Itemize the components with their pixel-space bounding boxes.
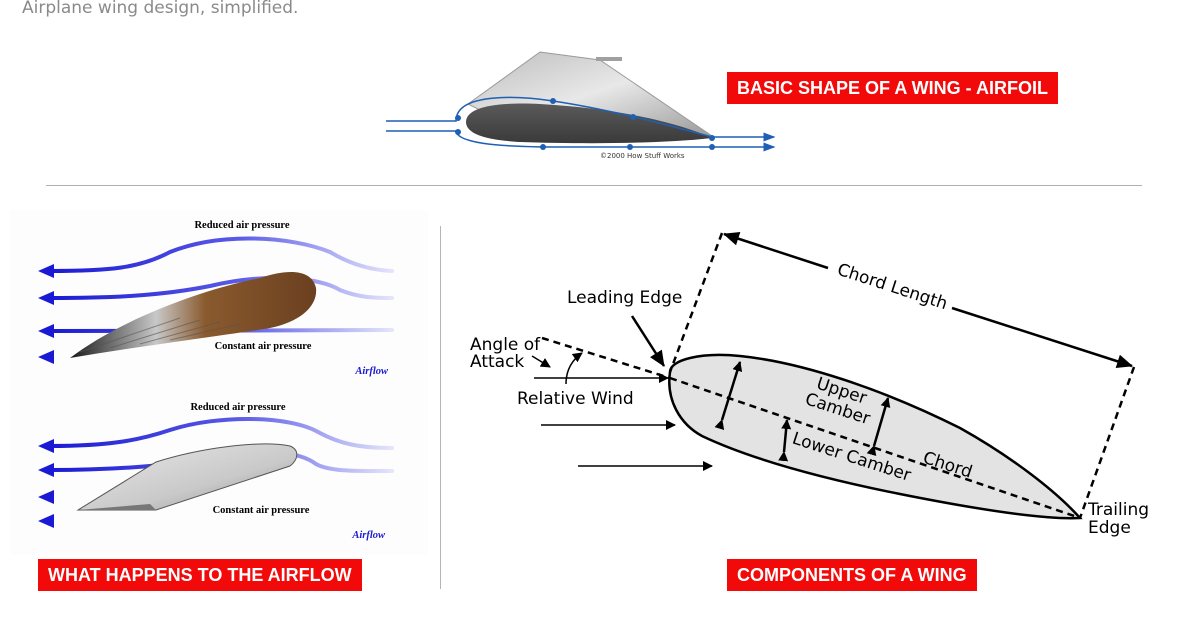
- chord-length-arrow-b: [951, 306, 1133, 369]
- leading-edge-perp: [668, 232, 724, 373]
- plane-wing-illustration: [76, 443, 298, 511]
- aoa-extension: [541, 336, 671, 380]
- airfoil-3d-wing: [466, 51, 714, 144]
- leading-edge-label: Leading Edge: [567, 288, 682, 308]
- wing-airflow-text: Airflow: [351, 530, 386, 541]
- leading-edge-pointer: [630, 315, 666, 367]
- left-panel: Reduced air pressure Constant air pressu…: [10, 210, 428, 555]
- section-divider-horizontal: [46, 185, 1142, 186]
- angle-of-attack-label-1: Angle of: [470, 335, 541, 355]
- streamline-markers: [455, 98, 715, 150]
- section-divider-vertical: [440, 226, 441, 589]
- components-title-label: COMPONENTS OF A WING: [727, 559, 977, 591]
- chord-length-arrow-a: [723, 232, 829, 270]
- trailing-edge-label-1: Trailing: [1087, 500, 1149, 520]
- bird-flow-arrowheads: [38, 264, 54, 364]
- bird-bottom-text: Constant air pressure: [215, 341, 312, 352]
- aoa-arc: [565, 352, 583, 385]
- airfoil-title-label: BASIC SHAPE OF A WING - AIRFOIL: [727, 72, 1058, 104]
- upper-camber-arrow-left: [714, 361, 743, 431]
- wing-bottom-text: Constant air pressure: [213, 505, 310, 516]
- wing-flow-arrowheads: [38, 439, 54, 528]
- bird-airflow-text: Airflow: [354, 366, 389, 377]
- trailing-edge-label-2: Edge: [1088, 518, 1131, 538]
- lower-camber-arrow: [778, 419, 792, 462]
- upper-camber-arrow-right: [866, 397, 891, 457]
- trailing-edge-perp: [1078, 366, 1136, 519]
- copyright-text: ©2000 How Stuff Works: [600, 152, 685, 160]
- bird-top-text: Reduced air pressure: [194, 220, 289, 231]
- wing-top-text: Reduced air pressure: [190, 402, 285, 413]
- airfoil-outline: [668, 353, 1083, 520]
- aoa-pointer: [531, 355, 551, 368]
- relative-wind-label: Relative Wind: [517, 389, 634, 409]
- angle-of-attack-label-2: Attack: [470, 352, 524, 372]
- chord-length-label: Chord Length: [835, 260, 950, 314]
- figure-caption: Airplane wing design, simplified.: [22, 0, 299, 18]
- airflow-title-label: WHAT HAPPENS TO THE AIRFLOW: [38, 559, 362, 591]
- components-diagram: Chord Length Leading Edge Angle of Attac…: [470, 232, 1149, 538]
- bird-wing-illustration: [70, 272, 317, 358]
